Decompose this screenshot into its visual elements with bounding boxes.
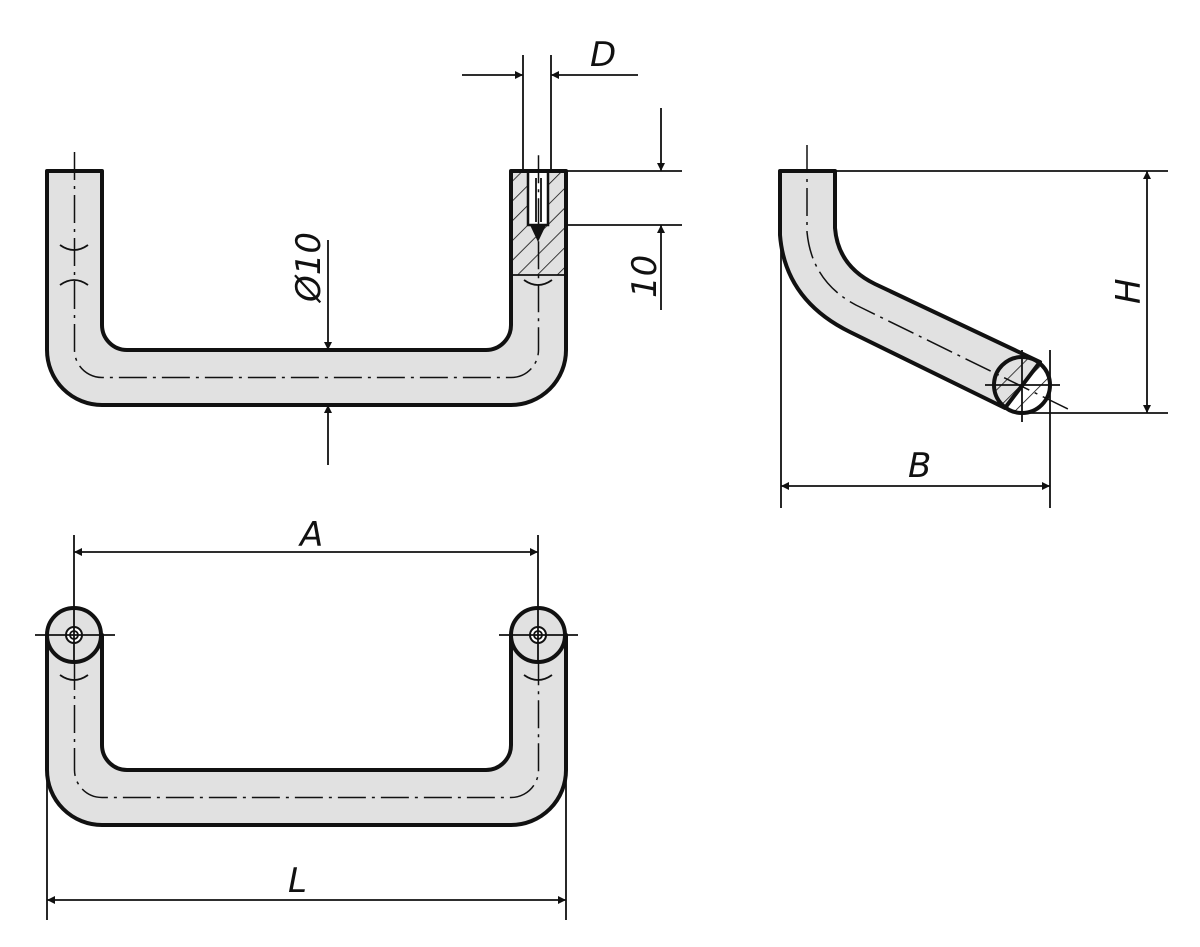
dimension-a-label: A (298, 515, 323, 555)
dimension-d-label: D (590, 35, 616, 75)
handle-top-body (45, 633, 568, 827)
top-view: A L (35, 515, 578, 920)
diameter-label: Ø10 (289, 232, 329, 304)
side-view: H B (778, 145, 1168, 508)
dimension-l-label: L (288, 861, 307, 901)
front-view: D 10 Ø10 (45, 35, 682, 465)
dimension-h-label: H (1109, 278, 1149, 304)
handle-side-body (778, 169, 1042, 410)
thread-depth-label: 10 (625, 255, 665, 298)
dimension-b-label: B (908, 446, 931, 486)
